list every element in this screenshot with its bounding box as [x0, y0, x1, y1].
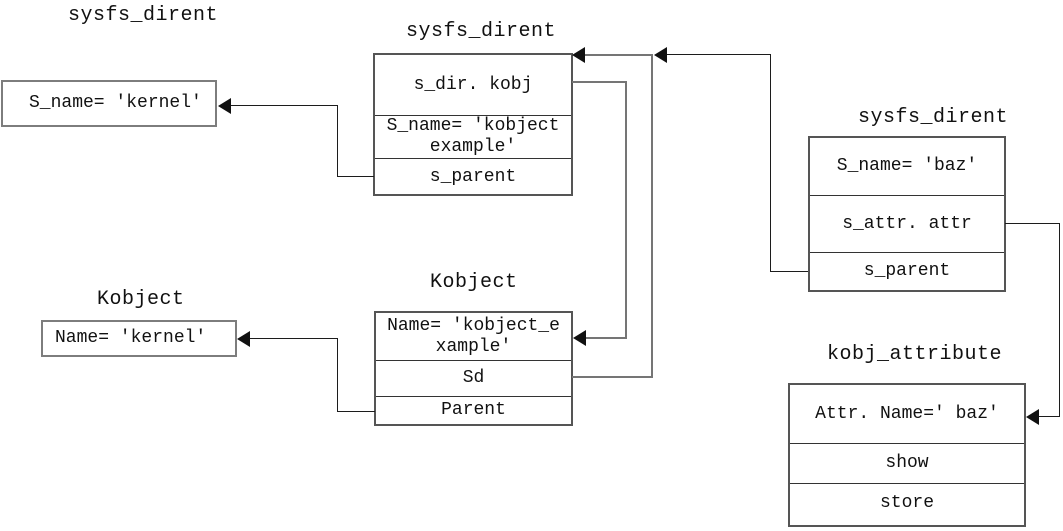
arrowhead-icon	[1026, 409, 1039, 425]
edge-sd-segment	[572, 376, 653, 378]
node-title-kobject-kernel: Kobject	[97, 288, 185, 311]
edge-sattr-segment	[1059, 223, 1060, 417]
field-name-kobject-example: Name= 'kobject_e xample'	[387, 315, 560, 357]
edge-sd-segment	[584, 54, 653, 56]
edge-sdirkobj-segment	[572, 81, 627, 83]
field-name-kernel: Name= 'kernel'	[55, 328, 207, 348]
field-show: show	[790, 443, 1024, 483]
arrowhead-icon	[237, 331, 250, 347]
field-s-parent: s_parent	[375, 158, 571, 196]
edge-parent-kernel-segment	[249, 338, 338, 339]
edge-sparent-kernel-segment	[337, 105, 338, 177]
arrowhead-icon	[654, 47, 667, 63]
field-s-attr-attr: s_attr. attr	[810, 195, 1004, 252]
node-title-sysfs-kobject: sysfs_dirent	[406, 20, 557, 43]
arrowhead-icon	[572, 47, 585, 63]
edge-sattr-segment	[1038, 416, 1060, 417]
node-title-sysfs-kernel: sysfs_dirent	[68, 4, 219, 27]
field-s-name-kobject: S_name= 'kobject example'	[375, 115, 571, 158]
edge-parent-kernel-segment	[337, 338, 338, 412]
edge-sparent-baz-segment	[666, 54, 771, 55]
struct-box-kobject-kernel: Name= 'kernel'	[41, 320, 237, 357]
field-attr-name-baz: Attr. Name=' baz'	[815, 403, 999, 424]
field-parent: Parent	[376, 396, 571, 424]
struct-box-sysfs-baz: S_name= 'baz' s_attr. attr s_parent	[808, 136, 1006, 292]
field-s-name-baz: S_name= 'baz'	[836, 156, 978, 176]
arrowhead-icon	[573, 330, 586, 346]
field-sd: Sd	[376, 360, 571, 396]
field-store: store	[790, 483, 1024, 523]
edge-sdirkobj-segment	[585, 337, 627, 339]
node-title-kobject-example: Kobject	[430, 271, 518, 294]
struct-box-kobject-example: Name= 'kobject_e xample' Sd Parent	[374, 311, 573, 426]
node-title-kobj-attribute: kobj_attribute	[827, 343, 1003, 366]
edge-sparent-kernel-segment	[230, 105, 338, 106]
edge-sparent-baz-segment	[770, 271, 808, 272]
struct-box-kobj-attribute: Attr. Name=' baz' show store	[788, 383, 1026, 527]
field-s-dir-kobj: s_dir. kobj	[413, 74, 533, 95]
arrowhead-icon	[218, 98, 231, 114]
edge-sd-segment	[651, 54, 653, 378]
node-title-sysfs-baz: sysfs_dirent	[858, 106, 1009, 129]
struct-box-sysfs-kobject-example: s_dir. kobj S_name= 'kobject example' s_…	[373, 53, 573, 196]
edge-sparent-kernel-segment	[337, 176, 374, 177]
edge-sattr-segment	[1005, 223, 1060, 224]
edge-parent-kernel-segment	[337, 411, 375, 412]
edge-sparent-baz-segment	[770, 54, 771, 272]
field-s-parent-baz: s_parent	[810, 252, 1004, 290]
struct-box-sysfs-kernel: S_name= 'kernel'	[1, 80, 217, 127]
edge-sdirkobj-segment	[625, 81, 627, 339]
field-s-name-kernel: S_name= 'kernel'	[29, 93, 202, 113]
